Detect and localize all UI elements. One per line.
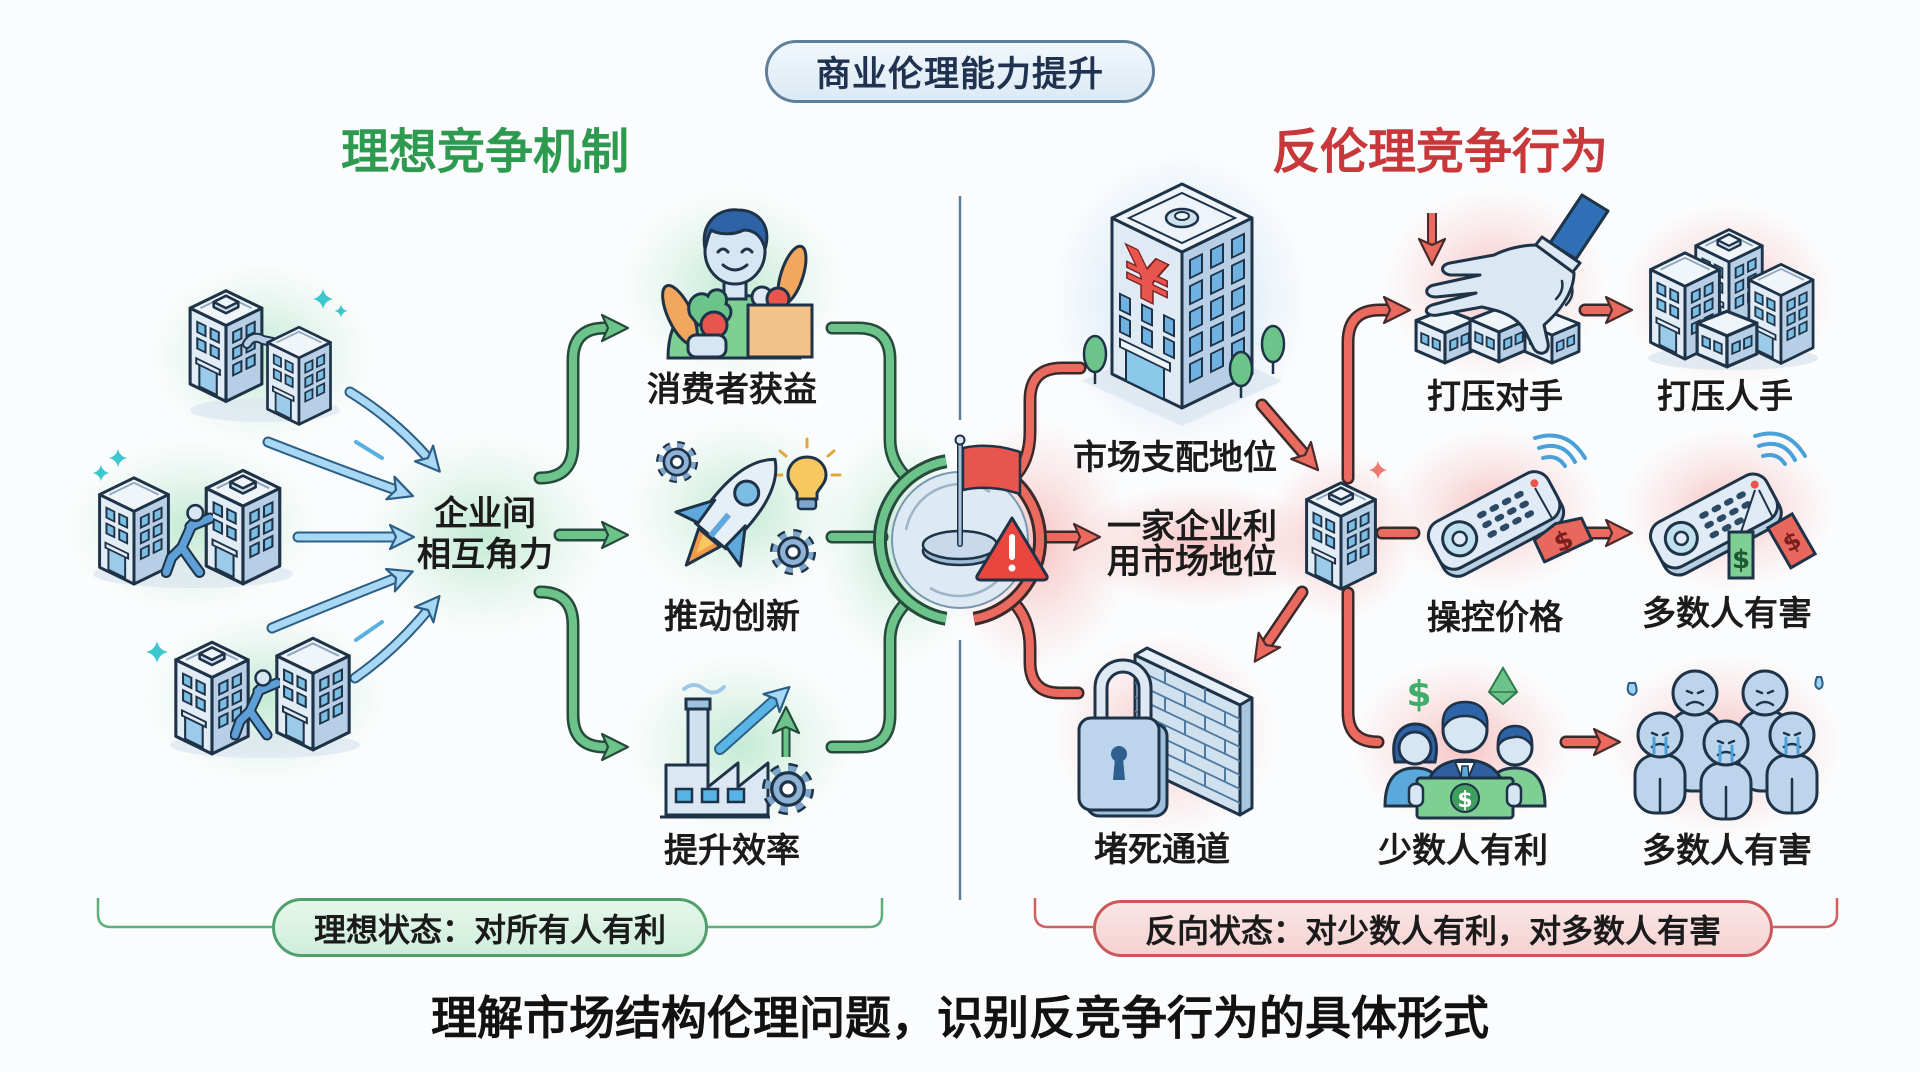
market-dominance-label: 市场支配地位: [1073, 438, 1277, 478]
remote-price-tag-icon: $: [1426, 433, 1594, 578]
building-icon: [1300, 475, 1382, 593]
page-title: 商业伦理能力提升: [815, 55, 1104, 95]
consumer-groceries-icon: [661, 208, 814, 360]
unethical-heading: 反伦理竞争行为: [1271, 124, 1609, 180]
svg-text:$: $: [1406, 674, 1431, 715]
competing-buildings-icon-3: [170, 636, 360, 758]
unethical-state-pill: 反向状态：对少数人有利，对多数人有害: [1093, 900, 1773, 957]
hand-crushing-buildings-icon: [1414, 193, 1610, 365]
ideal-state-text: 理想状态：对所有人有利: [313, 910, 666, 949]
block-access-label: 堵死通道: [1094, 830, 1230, 870]
abuse-label-line2: 用市场地位: [1107, 542, 1277, 582]
svg-text:$: $: [1457, 788, 1472, 813]
suppress-workers-label: 打压人手: [1657, 377, 1793, 417]
pipe-firm-to-few: [1341, 586, 1385, 749]
sparkle-icon: [92, 448, 128, 482]
sparkle-icon: [312, 288, 348, 318]
competing-buildings-icon-1: [185, 282, 340, 426]
ideal-state-pill: 理想状态：对所有人有利: [272, 898, 708, 957]
consumer-benefit-label: 消费者获益: [647, 370, 817, 410]
page-title-pill: 商业伦理能力提升: [765, 40, 1155, 103]
arrow-to-consumer: [533, 321, 615, 485]
few-people-money-icon: $ $: [1383, 666, 1547, 820]
tree-icons: [1082, 324, 1286, 398]
few-benefit-label: 少数人有利: [1378, 831, 1548, 871]
harm-majority-label-1: 多数人有害: [1642, 594, 1812, 634]
sparkle-icon: [1368, 460, 1388, 480]
abuse-label-line1: 一家企业利: [1107, 507, 1277, 547]
city-buildings-icon: [1648, 213, 1818, 370]
warning-icon: [975, 516, 1049, 582]
svg-text:$: $: [1732, 545, 1750, 575]
competition-arrow-small-1: [354, 440, 384, 460]
competition-arrow-5: [349, 604, 434, 684]
arrow-firm-to-suppress: [1341, 303, 1397, 485]
efficiency-label: 提升效率: [664, 831, 800, 871]
arrow-to-efficiency: [533, 585, 615, 754]
harm-majority-label-2: 多数人有害: [1642, 831, 1812, 871]
ideal-heading: 理想竞争机制: [340, 124, 630, 180]
suppress-rivals-label: 打压对手: [1427, 377, 1563, 417]
rivalry-label-line1: 企业间: [434, 494, 536, 534]
flag-icon: [954, 434, 1022, 547]
remote-price-tags-icon: $ $: [1649, 431, 1818, 580]
innovation-label: 推动创新: [664, 597, 800, 637]
flag-warning-hub-icon: [872, 434, 1049, 626]
rocket-innovation-icon: [650, 437, 842, 585]
competition-arrow-1: [344, 386, 434, 464]
yen-building-icon: ¥: [1082, 182, 1286, 426]
footer-caption: 理解市场结构伦理问题，识别反竞争行为的具体形式: [431, 991, 1489, 1045]
competing-buildings-icon-2: [93, 462, 293, 588]
unethical-state-text: 反向状态：对少数人有利，对多数人有害: [1144, 911, 1721, 950]
lock-wall-icon: [1077, 646, 1254, 818]
arrow-firm-to-lock: [1259, 585, 1309, 652]
crying-people-icon: [1626, 669, 1824, 821]
sparkle-icon: [146, 641, 168, 663]
factory-efficiency-icon: [660, 683, 820, 819]
rivalry-label-line2: 相互角力: [417, 535, 553, 575]
price-manipulation-label: 操控价格: [1427, 598, 1563, 638]
